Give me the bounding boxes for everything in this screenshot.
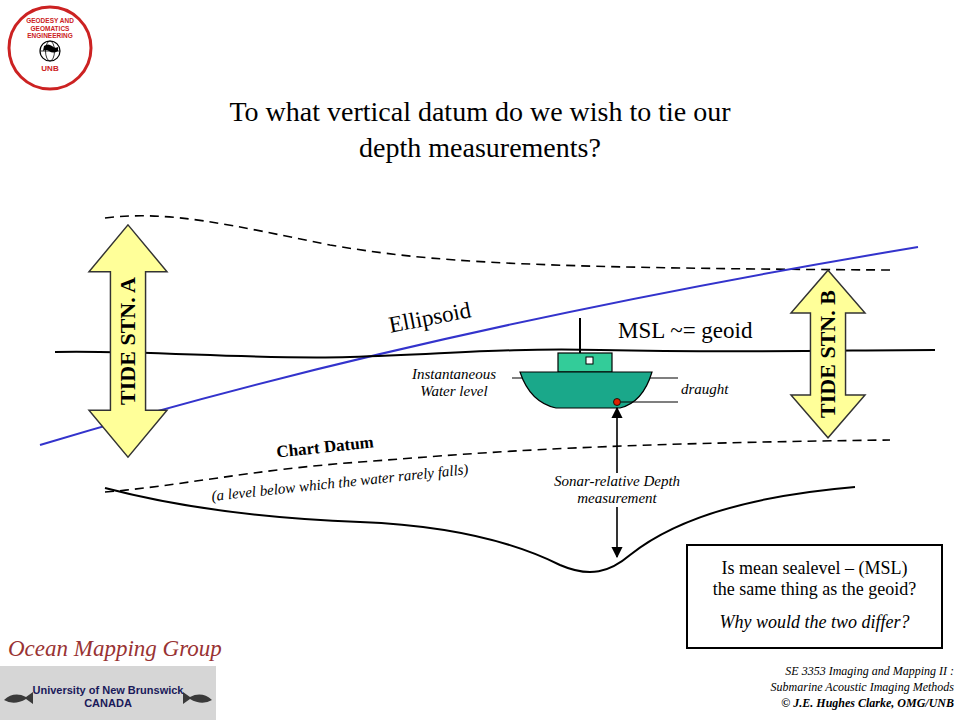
course-line: Submarine Acoustic Imaging Methods <box>771 680 954 695</box>
boat-mast <box>579 318 581 353</box>
draught-label: draught <box>681 381 729 398</box>
group-name: Ocean Mapping Group <box>8 636 222 662</box>
transducer-dot <box>614 399 621 406</box>
question-box: Is mean sealevel – (MSL) the same thing … <box>686 544 943 649</box>
msl-line <box>55 350 935 358</box>
university-name: University of New Brunswick CANADA <box>27 684 189 710</box>
chart-datum-note: (a level below which the water rarely fa… <box>209 461 471 505</box>
tide-station-arrow: TIDE STN. A <box>88 222 168 460</box>
chart-datum-label: Chart Datum <box>273 432 376 462</box>
draught-line <box>621 401 678 402</box>
double-arrow-shape <box>89 225 167 457</box>
fish-icon <box>4 692 33 704</box>
logo-globe <box>43 45 58 53</box>
footer-band <box>0 666 216 720</box>
water-level-label: Instantaneous Water level <box>398 366 510 400</box>
logo-text: GEODESY AND GEOMATICS ENGINEERING <box>6 17 94 40</box>
question-prompt: Why would the two differ? <box>710 612 919 633</box>
ellipsoid-line <box>40 247 918 445</box>
tide-station-arrow: TIDE STN. B <box>790 268 866 440</box>
logo-globe <box>40 41 60 61</box>
logo-badge: GEODESY AND GEOMATICS ENGINEERING UNB <box>6 4 94 92</box>
boat-cabin <box>558 353 612 372</box>
question-text: Is mean sealevel – (MSL) the same thing … <box>710 558 919 600</box>
ellipsoid-label: Ellipsoid <box>387 297 473 338</box>
depth-label: Sonar-relative Depth measurement <box>551 473 683 507</box>
slide-title: To what vertical datum do we wish to tie… <box>205 94 755 166</box>
fish-icon <box>183 692 212 704</box>
double-arrow-shape <box>791 270 865 438</box>
station-name: TIDE STN. A <box>116 277 140 405</box>
logo-initials: UNB <box>6 64 94 74</box>
high-water-line <box>105 216 890 270</box>
course-line: SE 3353 Imaging and Mapping II : <box>785 664 954 679</box>
chart-datum-line <box>105 440 890 492</box>
msl-label: MSL ~= geoid <box>618 318 752 344</box>
station-name: TIDE STN. B <box>816 290 840 418</box>
copyright-line: © J.E. Hughes Clarke, OMG/UNB <box>781 696 954 711</box>
boat-window <box>586 357 593 364</box>
